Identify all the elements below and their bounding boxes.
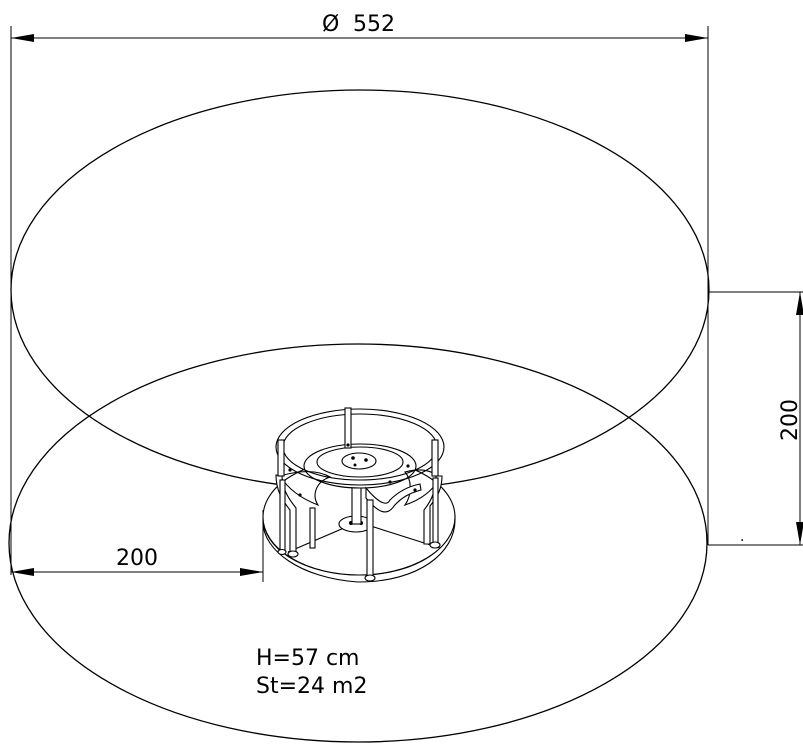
diameter-dimension: Ø 552 bbox=[10, 12, 709, 575]
height-dimension-value: 200 bbox=[778, 399, 803, 441]
small-mark: . bbox=[740, 529, 744, 545]
lower-safety-zone-ellipse bbox=[8, 343, 708, 743]
diameter-value: 552 bbox=[353, 12, 395, 37]
height-dimension: 200 . bbox=[708, 291, 803, 546]
diameter-symbol: Ø bbox=[322, 12, 339, 37]
left-range-value: 200 bbox=[116, 546, 158, 571]
area-note: St=24 m2 bbox=[256, 674, 367, 699]
upper-safety-zone-ellipse bbox=[10, 89, 710, 491]
roundabout-equipment bbox=[262, 407, 456, 583]
left-range-dimension: 200 bbox=[11, 510, 264, 582]
height-note: H=57 cm bbox=[256, 646, 360, 671]
